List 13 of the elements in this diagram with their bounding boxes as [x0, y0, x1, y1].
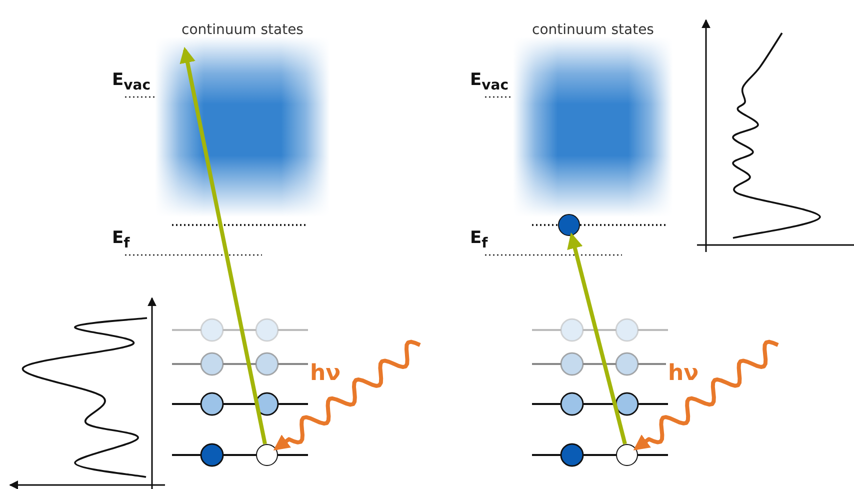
arrow [567, 232, 627, 444]
electron-circle [558, 214, 580, 236]
energy-label: E$_{f}$ [112, 228, 130, 252]
energy-label: E$_{f}$ [470, 228, 488, 252]
band-label: continuum states [180, 22, 304, 38]
energy-label: E$_{vac}$ [470, 70, 508, 94]
hole-circle [616, 444, 638, 466]
hole-circle [256, 444, 278, 466]
arrow [180, 46, 267, 444]
band-label: continuum states [531, 22, 655, 38]
wavy-arrow [633, 340, 779, 450]
wavy-arrow [273, 340, 421, 450]
energy-label: E$_{vac}$ [112, 70, 150, 94]
